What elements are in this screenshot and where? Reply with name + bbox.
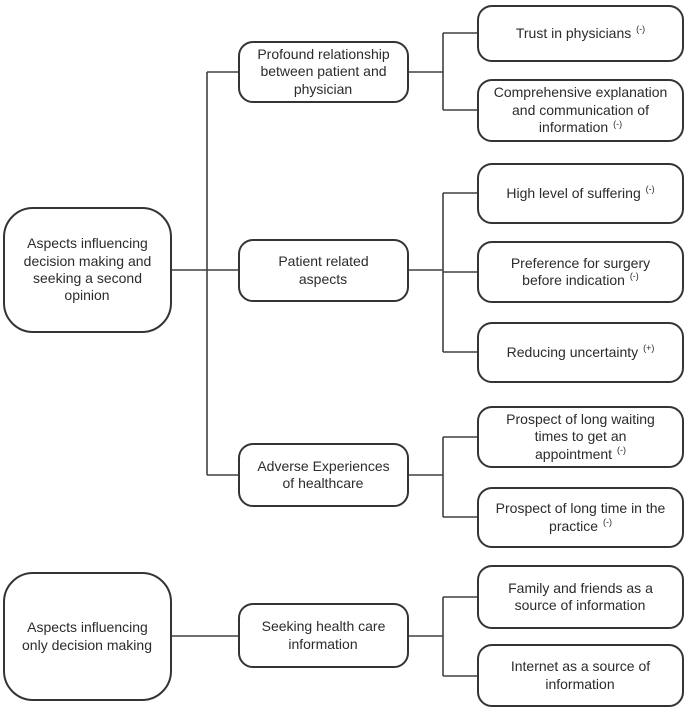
node-family-friends-source: Family and friends as a source of inform… xyxy=(477,565,684,629)
node-profound-relationship: Profound relationship between patient an… xyxy=(238,41,409,103)
node-label: Aspects influencing decision making and … xyxy=(23,235,152,304)
node-internet-source: Internet as a source of information xyxy=(477,644,684,707)
node-label: High level of suffering (-) xyxy=(506,184,655,201)
node-long-waiting-times: Prospect of long waiting times to get an… xyxy=(477,406,684,468)
node-label: Prospect of long waiting times to get an… xyxy=(506,410,655,462)
node-long-time-in-practice: Prospect of long time in the practice (-… xyxy=(477,487,684,548)
edge-m3-children xyxy=(409,436,477,518)
node-label: Profound relationship between patient an… xyxy=(257,45,390,97)
node-label: Patient related aspects xyxy=(278,253,369,287)
node-label: Reducing uncertainty (+) xyxy=(506,343,655,360)
node-label: Trust in physicians (-) xyxy=(515,24,646,41)
polarity-superscript: (-) xyxy=(613,118,623,129)
node-comprehensive-explanation: Comprehensive explanation and communicat… xyxy=(477,79,684,142)
edge-m2-children xyxy=(409,192,477,353)
polarity-superscript: (-) xyxy=(629,271,639,282)
polarity-superscript: (+) xyxy=(643,343,655,354)
node-label: Adverse Experiences of healthcare xyxy=(257,457,390,491)
node-trust-in-physicians: Trust in physicians (-) xyxy=(477,5,684,62)
node-preference-for-surgery: Preference for surgery before indication… xyxy=(477,241,684,303)
polarity-superscript: (-) xyxy=(645,184,655,195)
node-label: Internet as a source of information xyxy=(510,658,651,692)
polarity-superscript: (-) xyxy=(602,516,612,527)
node-aspects-decision-and-second-opinion: Aspects influencing decision making and … xyxy=(3,207,172,333)
node-label: Prospect of long time in the practice (-… xyxy=(495,500,666,534)
node-label: Family and friends as a source of inform… xyxy=(508,579,653,613)
node-adverse-experiences: Adverse Experiences of healthcare xyxy=(238,443,409,507)
edge-m4-children xyxy=(409,596,477,677)
node-patient-related-aspects: Patient related aspects xyxy=(238,239,409,302)
node-label: Comprehensive explanation and communicat… xyxy=(493,84,668,136)
node-label: Seeking health care information xyxy=(261,618,386,652)
polarity-superscript: (-) xyxy=(636,24,646,35)
edge-m1-children xyxy=(409,32,477,111)
polarity-superscript: (-) xyxy=(616,445,626,456)
node-high-level-of-suffering: High level of suffering (-) xyxy=(477,163,684,224)
edge-l1-children xyxy=(172,71,238,476)
node-reducing-uncertainty: Reducing uncertainty (+) xyxy=(477,322,684,383)
node-label: Aspects influencing only decision making xyxy=(22,619,152,653)
node-aspects-only-decision-making: Aspects influencing only decision making xyxy=(3,572,172,701)
node-label: Preference for surgery before indication… xyxy=(510,254,651,288)
node-seeking-health-info: Seeking health care information xyxy=(238,603,409,668)
